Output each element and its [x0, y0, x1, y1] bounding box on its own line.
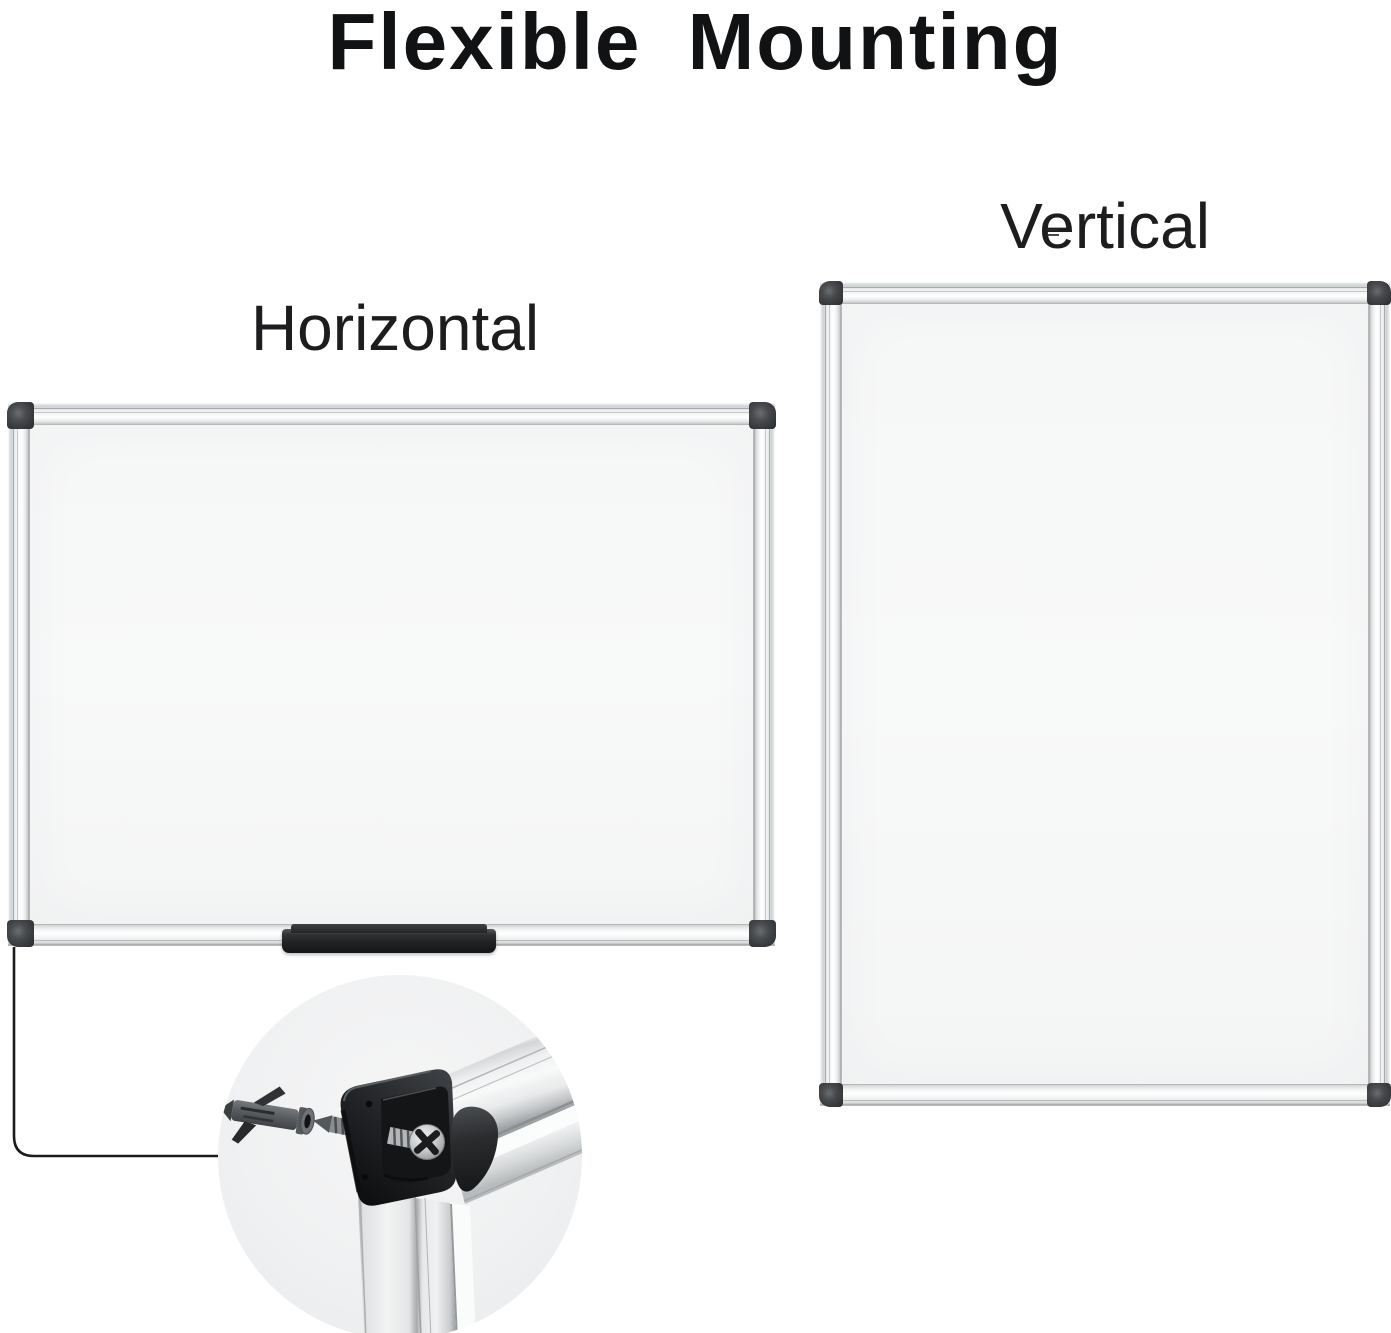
wall-anchor-icon [220, 1086, 315, 1144]
whiteboard-horizontal [7, 402, 776, 953]
corner-cap [1367, 1083, 1391, 1107]
leader-line [12, 947, 236, 1158]
board-surface [841, 303, 1369, 1085]
frame-top [820, 282, 1390, 305]
frame-left [8, 421, 30, 928]
mounting-hardware-illustration [220, 1016, 582, 1333]
corner-cap [749, 920, 776, 947]
frame-right [1368, 300, 1390, 1088]
corner-cap-piece [451, 1106, 499, 1192]
image-artifact [1046, 229, 1059, 238]
horizontal-board-label: Horizontal [250, 292, 540, 364]
detail-circle [218, 975, 582, 1333]
corner-cap [819, 1083, 843, 1107]
whiteboard-vertical [819, 281, 1391, 1107]
corner-cap [1367, 281, 1391, 305]
corner-cap [749, 402, 776, 429]
screw-head-icon [387, 1124, 445, 1160]
corner-cap [7, 920, 34, 947]
frame-bottom [820, 1083, 1390, 1106]
page-title: Flexible Mounting [327, 0, 1064, 86]
corner-cap [7, 402, 34, 429]
corner-cap [819, 281, 843, 305]
frame-top [8, 403, 775, 426]
frame-left [820, 300, 842, 1088]
board-surface [29, 424, 754, 925]
frame-right [753, 421, 775, 928]
marker-tray [282, 924, 496, 953]
vertical-board-label: Vertical [1000, 190, 1210, 262]
